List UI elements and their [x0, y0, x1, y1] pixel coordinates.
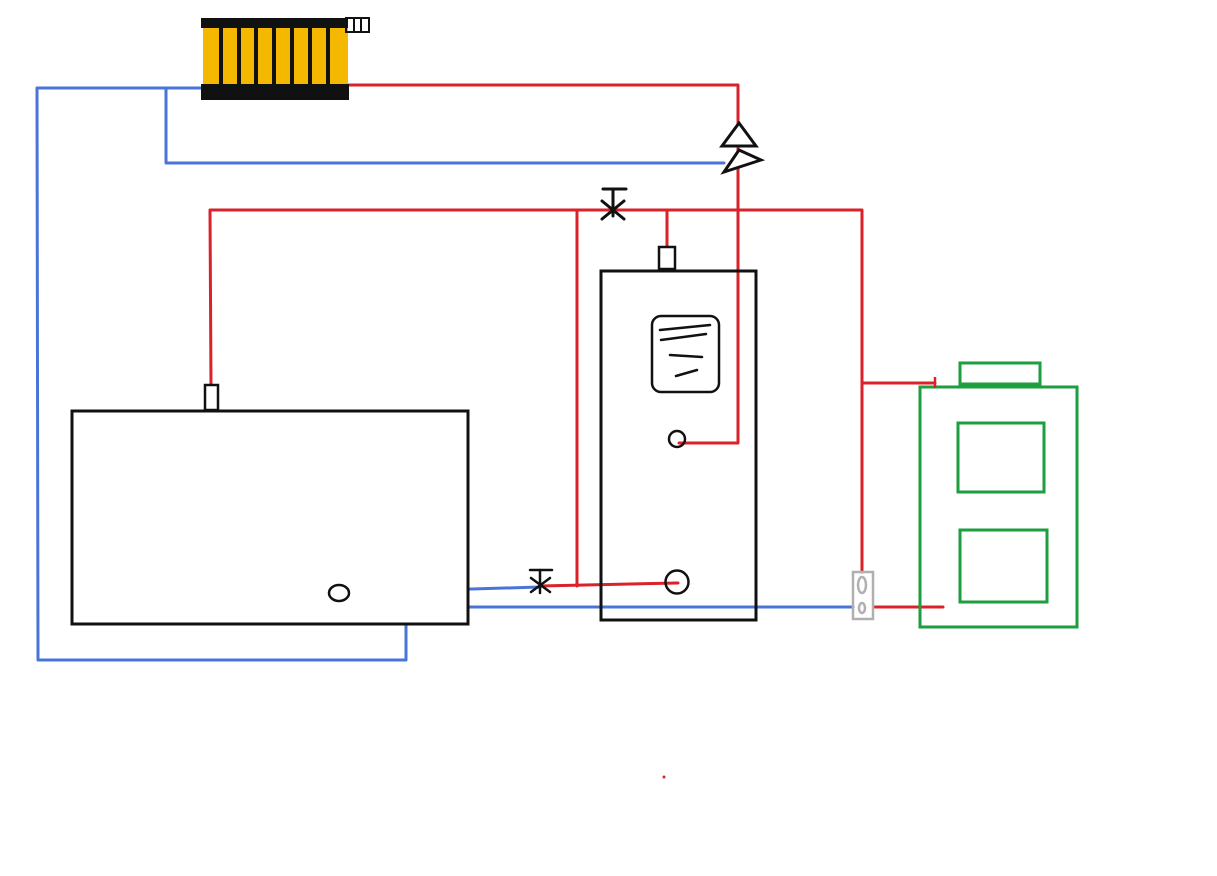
boiler-lower-door: [958, 528, 1049, 604]
boiler-upper-door: [956, 421, 1046, 494]
three-way-valve-icon: [719, 120, 766, 175]
boiler-icon: [918, 361, 1079, 629]
tank-top-port: [203, 383, 220, 412]
tank-icon: [70, 383, 470, 626]
heater-lower-port: [664, 569, 690, 595]
valve-icon: [600, 187, 628, 221]
hot-pipe-heater-bottom: [538, 581, 680, 588]
heater-display-icon: [650, 314, 721, 394]
buffer-tank: [70, 409, 470, 626]
cold-pipe-radiator-to-valve: [164, 86, 726, 165]
hot-pipe-radiator-supply: [346, 83, 740, 445]
tank-outlet-port: [327, 583, 351, 603]
water-heater: [599, 269, 758, 622]
solid-fuel-boiler: [918, 385, 1079, 629]
hot-pipe-top-manifold: [208, 208, 864, 574]
heater-upper-port: [667, 429, 687, 449]
fitting-icon: [851, 570, 875, 621]
stray-dot: [662, 775, 666, 779]
valve-icon: [528, 568, 554, 595]
heater-top-port: [657, 245, 677, 271]
boiler-cylinder-icon: [599, 245, 758, 622]
hot-supply-pipes: [208, 83, 945, 609]
radiator-icon: [201, 17, 370, 100]
radiator-valve-icon: [345, 17, 370, 33]
boiler-top-flue: [958, 361, 1042, 386]
cold-pipe-radiator-main-loop: [35, 86, 408, 662]
